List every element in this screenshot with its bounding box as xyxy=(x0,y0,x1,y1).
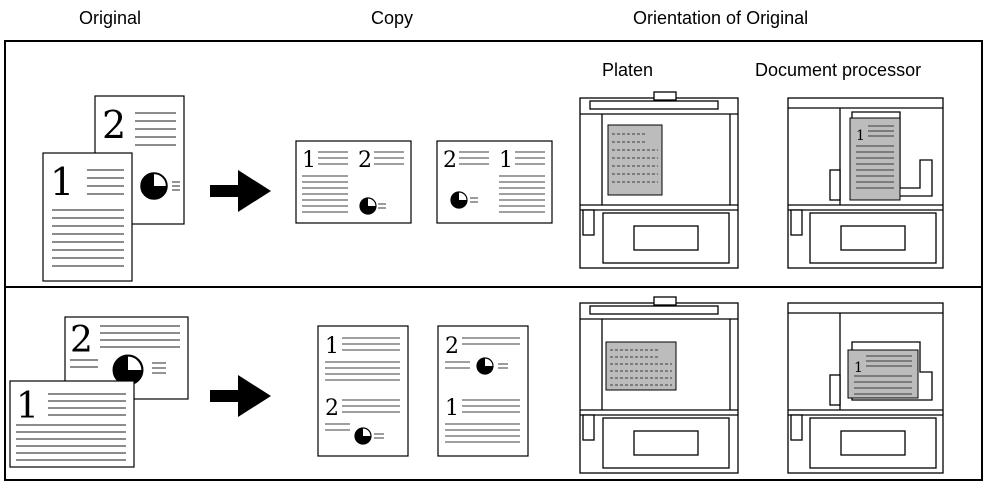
original-page-2-portrait: 2 xyxy=(94,95,185,225)
copy-result-row2-right: 2 1 xyxy=(437,325,529,457)
svg-text:2: 2 xyxy=(358,148,372,173)
copy-result-row1-right: 2 1 xyxy=(436,140,553,224)
copier-icon-platen-row2 xyxy=(579,296,739,474)
arrow-right-icon xyxy=(210,375,271,417)
header-copy: Copy xyxy=(371,8,414,28)
page-number-1: 1 xyxy=(16,386,39,427)
svg-text:1: 1 xyxy=(325,334,339,359)
illustration-frame xyxy=(4,40,983,481)
header-orientation: Orientation of Original xyxy=(633,8,809,28)
svg-text:2: 2 xyxy=(443,148,457,173)
header-document-processor: Document processor xyxy=(755,60,922,80)
copy-result-row2-left: 1 2 xyxy=(317,325,409,457)
page-number-1: 1 xyxy=(50,160,74,204)
copy-result-row1-left: 1 2 xyxy=(295,140,412,224)
header-original: Original xyxy=(79,8,142,28)
original-page-1-landscape: 1 xyxy=(9,380,135,468)
header-platen: Platen xyxy=(602,60,654,80)
svg-text:1: 1 xyxy=(499,148,513,173)
copier-icon-processor-row2: 1 xyxy=(787,302,944,474)
page-number-2: 2 xyxy=(70,320,93,361)
original-page-1-portrait: 1 xyxy=(42,152,133,282)
svg-text:1: 1 xyxy=(445,396,459,421)
arrow-right-icon xyxy=(210,170,271,212)
copier-icon-processor-row1: 1 xyxy=(787,97,944,269)
copier-icon-platen-row1 xyxy=(579,91,739,269)
page-number-2: 2 xyxy=(102,103,126,147)
svg-text:1: 1 xyxy=(856,128,865,144)
svg-text:1: 1 xyxy=(854,360,863,376)
svg-text:2: 2 xyxy=(325,396,339,421)
row-divider xyxy=(4,286,983,288)
svg-text:1: 1 xyxy=(302,148,316,173)
svg-text:2: 2 xyxy=(445,334,459,359)
